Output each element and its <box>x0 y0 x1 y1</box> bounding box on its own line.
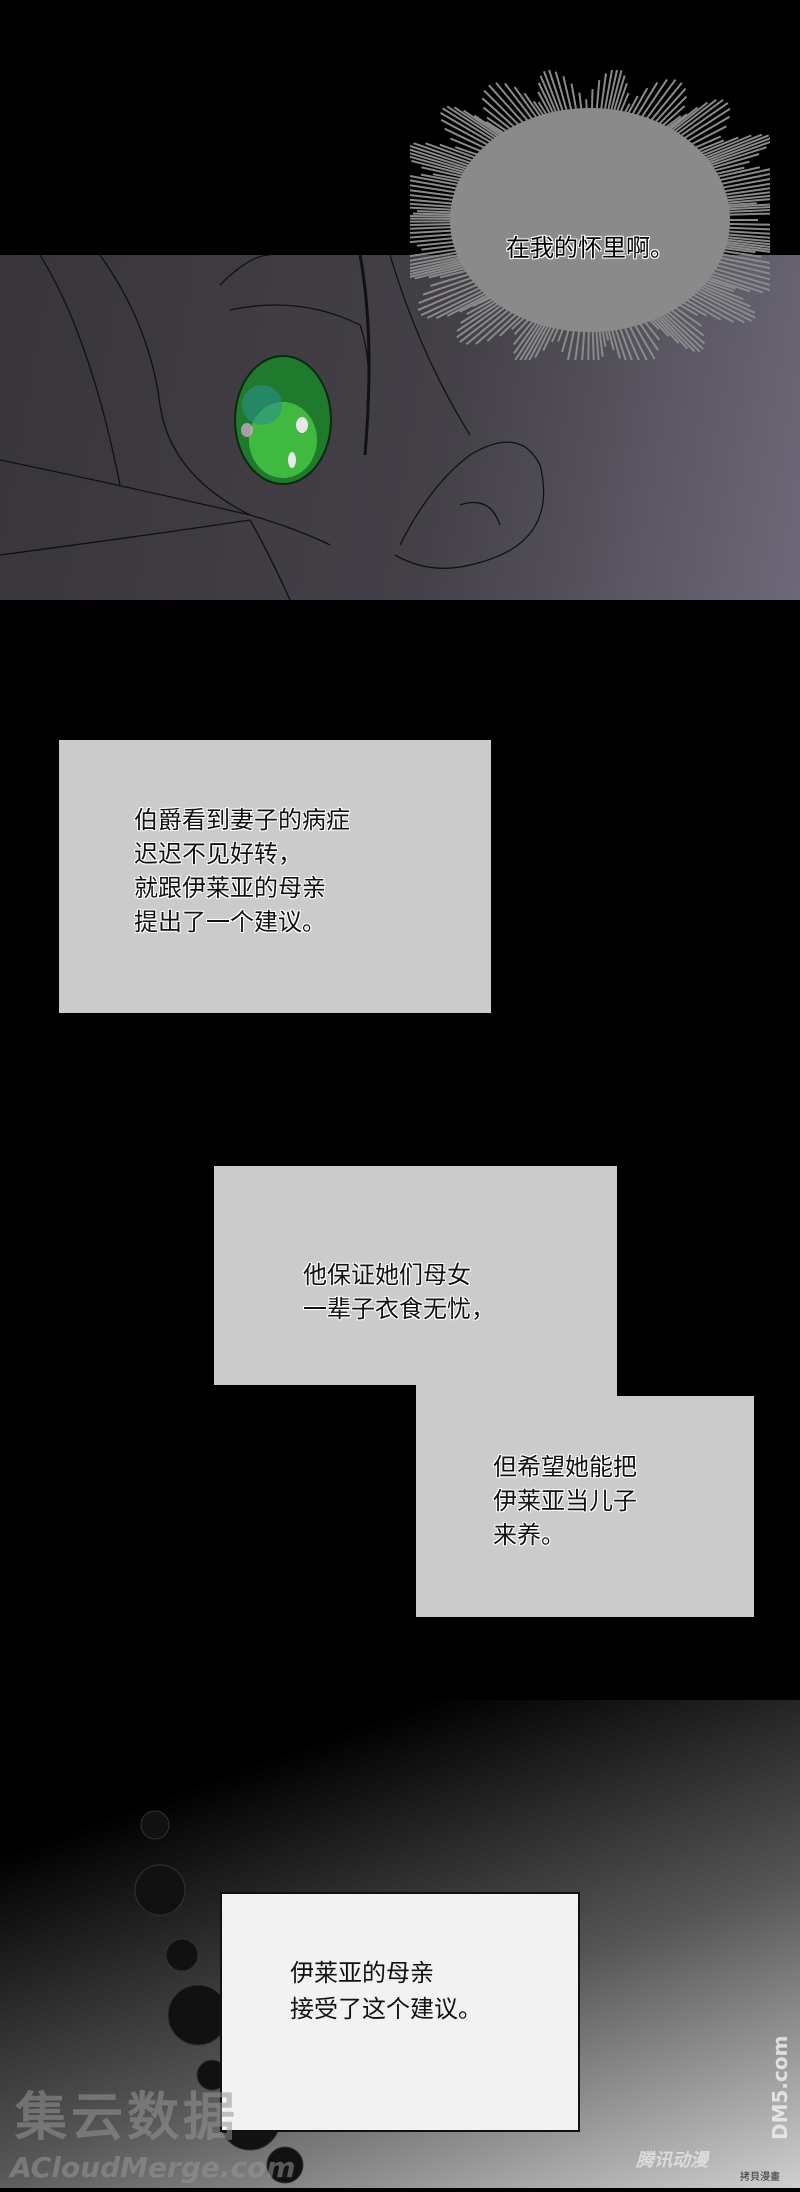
caption-line: 伯爵看到妻子的病症 <box>134 803 350 837</box>
watermark-logo-en: ACloudMerge.com <box>10 2152 296 2184</box>
watermark-right-cn: 腾讯动漫 <box>636 2150 708 2172</box>
caption-2-text: 他保证她们母女 一辈子衣食无忧， <box>303 1258 495 1326</box>
caption-line: 接受了这个建议。 <box>290 1991 482 2027</box>
caption-line: 提出了一个建议。 <box>134 905 350 939</box>
caption-4-text: 伊莱亚的母亲 接受了这个建议。 <box>290 1955 482 2027</box>
thought-burst-bubble <box>410 70 770 360</box>
caption-line: 迟迟不见好转， <box>134 837 350 871</box>
speech-text: 在我的怀里啊。 <box>470 228 710 263</box>
watermark-right-small: 拷貝漫畫 <box>740 2172 780 2184</box>
caption-line: 伊莱亚当儿子 <box>493 1484 637 1518</box>
caption-line: 他保证她们母女 <box>303 1258 495 1292</box>
caption-line: 就跟伊莱亚的母亲 <box>134 871 350 905</box>
caption-box-join <box>416 1380 617 1400</box>
caption-1-text: 伯爵看到妻子的病症 迟迟不见好转， 就跟伊莱亚的母亲 提出了一个建议。 <box>134 803 350 939</box>
caption-line: 伊莱亚的母亲 <box>290 1955 482 1991</box>
watermark-logo-cn: 集云数据 <box>15 2088 239 2148</box>
caption-line: 但希望她能把 <box>493 1450 637 1484</box>
caption-3-text: 但希望她能把 伊莱亚当儿子 来养。 <box>493 1450 637 1552</box>
watermark-right-en: DM5.com <box>768 2036 792 2140</box>
caption-line: 一辈子衣食无忧， <box>303 1292 495 1326</box>
caption-line: 来养。 <box>493 1518 637 1552</box>
